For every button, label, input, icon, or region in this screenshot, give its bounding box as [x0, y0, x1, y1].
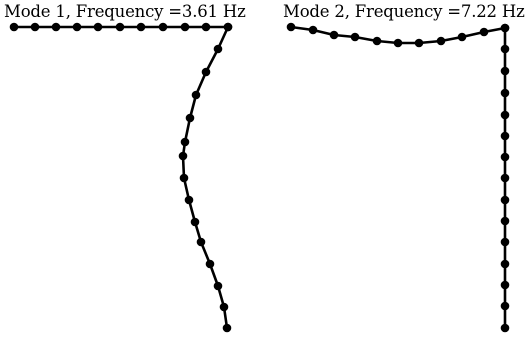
mode-1-beam-node-5: [115, 22, 125, 32]
mode-2-column-node-0: [500, 23, 510, 33]
mode-1-column-node-2: [201, 67, 211, 77]
mode-2-beam-node-6: [414, 38, 424, 48]
mode-1-beam-node-9: [201, 22, 211, 32]
mode-2-column-node-8: [500, 195, 510, 205]
mode-2-column-node-13: [500, 301, 510, 311]
mode-2-beam-node-3: [350, 32, 360, 42]
mode-1-column-node-12: [213, 281, 223, 291]
mode-1-column-node-7: [179, 173, 189, 183]
mode-1-beam-node-4: [93, 22, 103, 32]
mode-2-column-node-10: [500, 237, 510, 247]
mode-1-column-node-4: [185, 113, 195, 123]
mode-2-column-node-1: [500, 44, 510, 54]
mode-2-column-node-2: [500, 66, 510, 76]
mode-2-beam-node-7: [436, 36, 446, 46]
mode-2-column-node-3: [500, 88, 510, 98]
mode-1-column-node-1: [213, 44, 223, 54]
mode-1-column-node-8: [184, 195, 194, 205]
mode-2-title: Mode 2, Frequency =7.22 Hz: [283, 2, 525, 21]
mode-1-column-node-6: [178, 151, 188, 161]
mode-1-column-node-9: [190, 217, 200, 227]
mode-1-shape: [9, 22, 233, 333]
mode-1-column-node-13: [219, 302, 229, 312]
mode-1-column-node-14: [222, 323, 232, 333]
mode-1-beam-node-1: [30, 22, 40, 32]
mode-1-title: Mode 1, Frequency =3.61 Hz: [4, 2, 246, 21]
mode-1-beam-node-2: [51, 22, 61, 32]
mode-2-shape: [286, 22, 510, 333]
mode-2-beam-node-5: [393, 38, 403, 48]
mode-2-column-node-5: [500, 131, 510, 141]
mode-2-column-node-11: [500, 259, 510, 269]
mode-2-beam-node-8: [457, 32, 467, 42]
mode-shapes-plot: [9, 22, 510, 333]
mode-2-beam-node-0: [286, 22, 296, 32]
mode-1-beam-node-7: [158, 22, 168, 32]
mode-2-column-node-7: [500, 173, 510, 183]
mode-2-column-node-6: [500, 152, 510, 162]
mode-2-beam-node-9: [479, 27, 489, 37]
mode-2-beam-node-2: [329, 30, 339, 40]
mode-1-column-node-11: [205, 259, 215, 269]
mode-1-column-node-3: [191, 90, 201, 100]
mode-2-column-node-12: [500, 280, 510, 290]
mode-1-beam-node-0: [9, 22, 19, 32]
mode-2-beam-node-4: [372, 36, 382, 46]
mode-1-beam-node-6: [136, 22, 146, 32]
mode-1-beam-node-3: [72, 22, 82, 32]
mode-1-beam-node-8: [180, 22, 190, 32]
mode-1-column-node-5: [180, 137, 190, 147]
mode-2-beam-node-1: [308, 25, 318, 35]
mode-1-column-node-10: [196, 237, 206, 247]
mode-2-column-node-14: [500, 323, 510, 333]
mode-2-column-node-4: [500, 110, 510, 120]
mode-2-column-node-9: [500, 216, 510, 226]
mode-1-column-node-0: [223, 22, 233, 32]
